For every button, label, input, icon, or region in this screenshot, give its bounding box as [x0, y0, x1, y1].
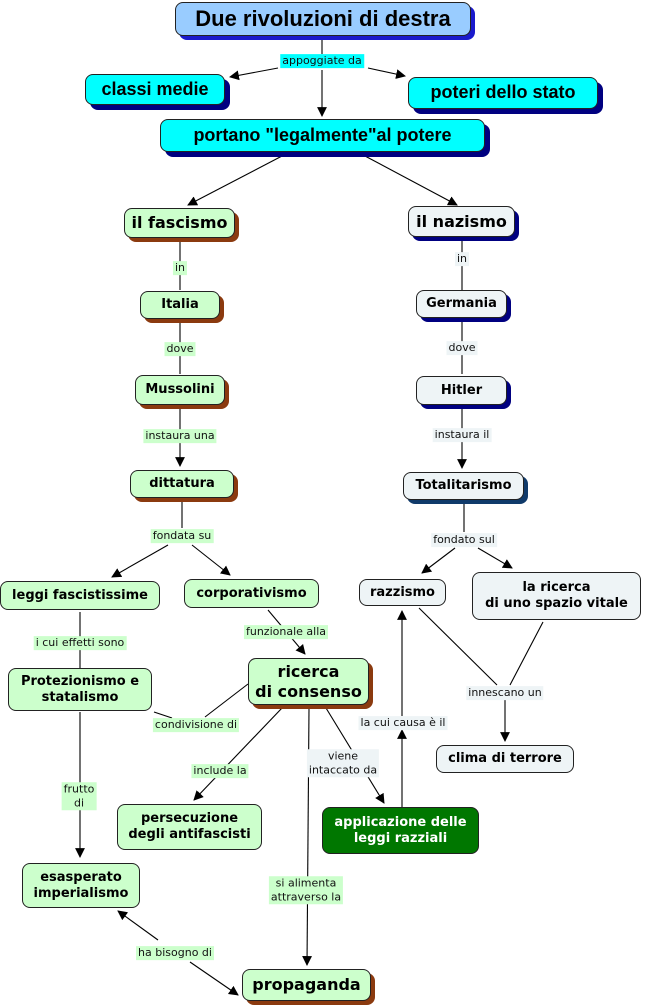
edge-protezionismo-condivisione [153, 711, 173, 719]
link-in-fascismo: in [172, 261, 188, 275]
node-leggi-fascistissime[interactable]: leggi fascistissime [0, 581, 160, 610]
link-dove-nazismo: dove [446, 341, 478, 355]
edge-fondata-leggi [111, 544, 169, 578]
edge-fondata-corporativismo [191, 544, 231, 576]
link-alimenta: si alimenta attraverso la [268, 876, 344, 904]
edge-razzismo-innescano [418, 607, 498, 686]
node-razzismo[interactable]: razzismo [359, 579, 446, 606]
edge-imperialismo-propaganda-b [189, 961, 239, 996]
link-funzionale: funzionale alla [243, 625, 329, 639]
node-corporativismo[interactable]: corporativismo [184, 579, 319, 608]
edge-imperialismo-propaganda-a [117, 910, 159, 941]
edge-ricerca-propaganda [302, 707, 313, 966]
node-nazismo[interactable]: il nazismo [408, 206, 515, 237]
title-node[interactable]: Due rivoluzioni di destra [175, 2, 471, 36]
node-spazio-vitale[interactable]: la ricerca di uno spazio vitale [472, 572, 641, 620]
edge-fondato-razzismo [421, 547, 456, 574]
node-protezionismo[interactable]: Protezionismo e statalismo [8, 668, 152, 711]
link-fondata-su: fondata su [150, 529, 214, 543]
edge-appoggiate-poteri [367, 67, 406, 79]
link-intaccato: viene intaccato da [306, 749, 380, 777]
node-portano[interactable]: portano "legalmente"al potere [160, 119, 485, 152]
link-in-nazismo: in [454, 252, 470, 266]
node-italia[interactable]: Italia [140, 291, 220, 319]
edge-fondato-spazio [477, 547, 513, 569]
link-instaura-il: instaura il [432, 428, 492, 442]
link-bisogno: ha bisogno di [136, 946, 214, 960]
node-totalitarismo[interactable]: Totalitarismo [403, 472, 524, 500]
node-mussolini[interactable]: Mussolini [135, 375, 225, 405]
edge-appoggiate-classi [229, 67, 279, 81]
link-condivisione: condivisione di [152, 718, 240, 732]
node-clima-terrore[interactable]: clima di terrore [436, 745, 574, 773]
link-instaura-una: instaura una [143, 429, 217, 443]
edge-portano-fascismo [187, 155, 283, 206]
node-germania[interactable]: Germania [416, 290, 507, 318]
node-hitler[interactable]: Hitler [416, 376, 507, 405]
edge-condivisione-ricerca [204, 683, 249, 718]
link-effetti: i cui effetti sono [33, 636, 127, 650]
node-dittatura[interactable]: dittatura [130, 470, 234, 498]
node-leggi-razziali[interactable]: applicazione delle leggi razziali [322, 807, 479, 854]
link-appoggiate-da: appoggiate da [280, 54, 364, 68]
link-causa: la cui causa è il [358, 716, 448, 730]
edge-spazio-innescano [509, 621, 544, 686]
link-innescano: innescano un [466, 686, 544, 700]
node-imperialismo[interactable]: esasperato imperialismo [22, 863, 140, 908]
link-fondato-sul: fondato sul [431, 533, 497, 547]
link-frutto: frutto di [61, 782, 97, 810]
edge-ricerca-persecuzione [193, 707, 283, 801]
edge-portano-nazismo [364, 155, 458, 206]
node-fascismo[interactable]: il fascismo [124, 208, 235, 238]
link-dove-fascismo: dove [164, 342, 196, 356]
node-poteri-stato[interactable]: poteri dello stato [408, 77, 598, 109]
node-ricerca-consenso[interactable]: ricerca di consenso [248, 658, 369, 705]
node-persecuzione[interactable]: persecuzione degli antifascisti [117, 804, 262, 850]
link-include: include la [191, 764, 249, 778]
node-classi-medie[interactable]: classi medie [85, 74, 225, 105]
node-propaganda[interactable]: propaganda [242, 969, 371, 1001]
